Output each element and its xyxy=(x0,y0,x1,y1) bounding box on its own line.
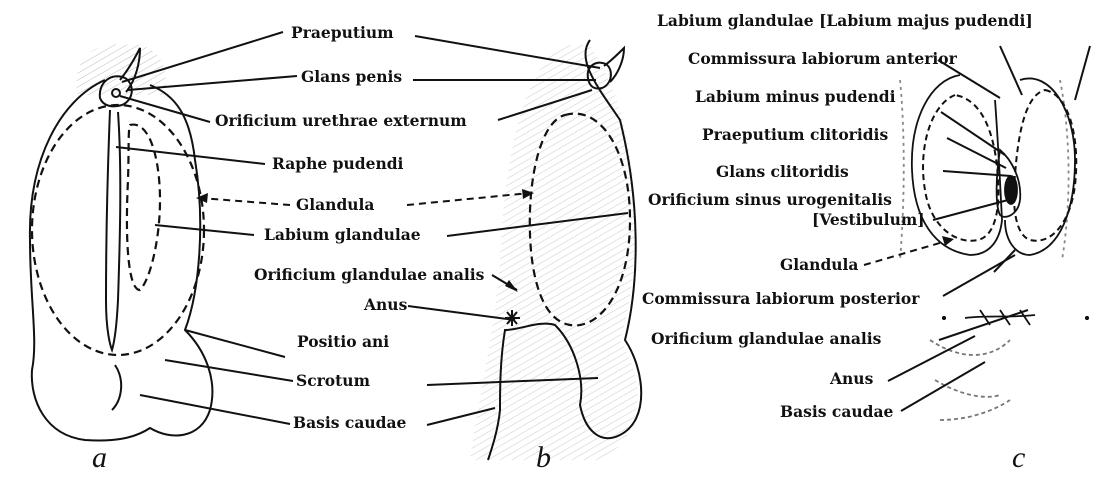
label-vestibulum: [Vestibulum] xyxy=(812,211,925,229)
label-glandula: Glandula xyxy=(296,196,374,214)
anus-c xyxy=(965,310,1035,325)
label-labium-glandulae-majus: Labium glandulae [Labium majus pudendi] xyxy=(657,12,1033,30)
label-praeputium-clitoridis: Praeputium clitoridis xyxy=(702,126,888,144)
label-orificium-glandulae-analis-c: Orificium glandulae analis xyxy=(651,330,881,348)
label-praeputium: Praeputium xyxy=(291,24,394,42)
glandula-outline-a xyxy=(32,105,204,355)
hair-c xyxy=(900,80,1069,260)
label-positio-ani: Positio ani xyxy=(297,333,389,351)
label-glans-penis: Glans penis xyxy=(301,68,402,86)
label-glans-clitoridis: Glans clitoridis xyxy=(716,163,849,181)
raphe-a xyxy=(106,110,120,350)
label-scrotum: Scrotum xyxy=(296,372,370,390)
label-anus-c: Anus xyxy=(830,370,873,388)
label-anus: Anus xyxy=(364,296,407,314)
glandula-dot-left-c xyxy=(942,316,946,320)
label-raphe-pudendi: Raphe pudendi xyxy=(272,155,403,173)
label-glandula-c: Glandula xyxy=(780,256,858,274)
label-orificium-glandulae-analis: Orificium glandulae analis xyxy=(254,266,484,284)
label-commissura-posterior: Commissura labiorum posterior xyxy=(642,290,919,308)
label-labium-minus: Labium minus pudendi xyxy=(695,88,896,106)
label-orificium-sinus: Orificium sinus urogenitalis xyxy=(648,191,892,209)
drawing-b xyxy=(470,40,641,460)
glandula-dot-right-c xyxy=(1085,316,1089,320)
scrotum-fold-a xyxy=(112,365,121,410)
drawing-c xyxy=(900,75,1089,420)
panel-label-b: b xyxy=(536,443,551,473)
label-orificium-urethrae: Orificium urethrae externum xyxy=(215,112,467,130)
panel-label-a: a xyxy=(92,443,107,473)
label-basis-caudae: Basis caudae xyxy=(293,414,406,432)
labium-left-c xyxy=(912,75,1002,255)
drawing-a xyxy=(30,44,212,440)
label-basis-caudae-c: Basis caudae xyxy=(780,403,893,421)
panel-label-c: c xyxy=(1012,443,1025,473)
label-commissura-anterior: Commissura labiorum anterior xyxy=(688,50,957,68)
label-labium-glandulae: Labium glandulae xyxy=(264,226,421,244)
